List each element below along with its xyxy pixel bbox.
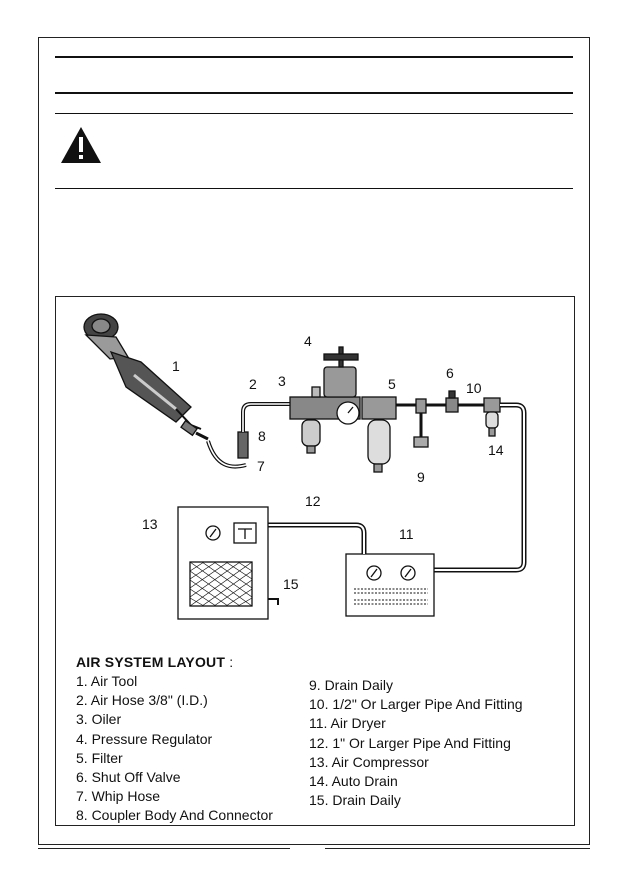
legend-item: 6. Shut Off Valve	[76, 769, 181, 786]
callout-12: 12	[305, 493, 321, 509]
header-rule-bottom	[55, 113, 573, 114]
auto-drain	[483, 397, 501, 437]
legend-item: 7. Whip Hose	[76, 788, 161, 805]
legend-item: 3. Oiler	[76, 711, 122, 728]
header-rule-mid	[55, 92, 573, 94]
callout-15: 15	[283, 576, 299, 592]
legend-title-text: AIR SYSTEM LAYOUT	[76, 654, 226, 670]
legend-item: 8. Coupler Body And Connector	[76, 807, 273, 824]
shut-off-valve	[445, 397, 459, 413]
air-compressor-drawing	[177, 506, 279, 620]
air-dryer-drawing	[345, 553, 435, 617]
callout-4: 4	[304, 333, 312, 349]
coupler	[237, 431, 249, 459]
callout-14: 14	[488, 442, 504, 458]
air-system-figure: 1 2 3 4 5 6 7 8 9 10 11 12 13 14 15 AIR …	[55, 296, 575, 826]
callout-2: 2	[249, 376, 257, 392]
pipe-one-inch	[256, 522, 367, 554]
legend-item: 5. Filter	[76, 749, 123, 766]
callout-9: 9	[417, 469, 425, 485]
legend-item: 4. Pressure Regulator	[76, 730, 213, 747]
callout-11: 11	[399, 526, 414, 542]
warning-triangle-icon	[61, 127, 101, 163]
legend-item: 14. Auto Drain	[309, 773, 398, 790]
legend-item: 1. Air Tool	[76, 673, 138, 689]
pipe-half-inch	[434, 402, 527, 573]
callout-3: 3	[278, 373, 286, 389]
callout-13: 13	[142, 516, 158, 532]
air-system-diagram	[83, 313, 527, 620]
legend-item: 11. Air Dryer	[309, 715, 386, 732]
legend-item: 9. Drain Daily	[309, 677, 394, 693]
footer-rule-right	[325, 848, 590, 849]
legend-right-column: 9. Drain Daily 10. 1/2" Or Larger Pipe A…	[309, 676, 523, 810]
header-rule-top	[55, 56, 573, 58]
callout-6: 6	[446, 365, 454, 381]
air-hose	[241, 402, 294, 432]
callout-1: 1	[172, 358, 180, 374]
legend-title: AIR SYSTEM LAYOUT :	[76, 654, 233, 670]
warning-rule	[55, 188, 573, 189]
legend-item: 2. Air Hose 3/8" (I.D.)	[76, 692, 208, 709]
legend-left-column: 1. Air Tool 2. Air Hose 3/8" (I.D.) 3. O…	[76, 672, 273, 826]
legend-item: 12. 1" Or Larger Pipe And Fitting	[309, 734, 511, 751]
legend-title-suffix: :	[225, 654, 234, 670]
callout-5: 5	[388, 376, 396, 392]
callout-7: 7	[257, 458, 265, 474]
callout-10: 10	[466, 380, 482, 396]
compressor-drain-tap	[268, 598, 279, 605]
tee-fitting	[415, 398, 427, 414]
callout-8: 8	[258, 428, 266, 444]
air-tool-drawing	[83, 313, 209, 441]
page-border	[38, 37, 590, 845]
legend-item: 13. Air Compressor	[309, 753, 429, 770]
whip-hose-inner	[207, 440, 247, 468]
drain-valve	[413, 436, 429, 448]
footer-rule-left	[38, 848, 290, 849]
legend-item: 10. 1/2" Or Larger Pipe And Fitting	[309, 696, 523, 713]
legend-item: 15. Drain Daily	[309, 792, 401, 809]
frl-unit	[289, 346, 397, 473]
